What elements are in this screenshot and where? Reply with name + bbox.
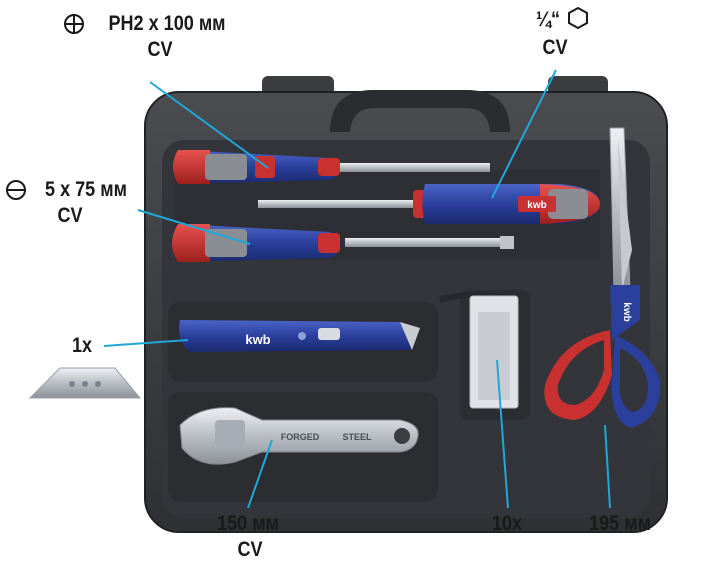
label-bit-material: CV xyxy=(542,36,568,59)
label-wrench-material: CV xyxy=(237,538,263,561)
label-scissors-size: 195 мм xyxy=(589,512,651,535)
kwb-logo-scissors: kwb xyxy=(621,302,632,321)
wrench-stamp-left: FORGED xyxy=(281,432,320,442)
slot-circle-icon xyxy=(6,180,26,200)
label-wrench-size: 150 мм xyxy=(217,512,279,535)
wrench-stamp-right: STEEL xyxy=(342,432,372,442)
label-blades-count: 10x xyxy=(491,512,523,535)
label-slotted-size: 5 x 75 мм xyxy=(45,178,127,201)
scissors: kwb xyxy=(544,127,661,428)
label-phillips-material: CV xyxy=(147,38,173,61)
label-phillips-size: PH2 x 100 мм xyxy=(108,12,226,35)
label-slotted-material: CV xyxy=(57,204,83,227)
kwb-logo-bit: kwb xyxy=(527,200,546,211)
kwb-logo-knife: kwb xyxy=(245,332,270,347)
blade-pack xyxy=(469,295,519,409)
label-bit-size: ¼“ xyxy=(535,8,561,31)
spare-blade xyxy=(28,367,142,399)
phillips-circle-icon xyxy=(64,14,84,34)
utility-knife: kwb xyxy=(179,320,420,352)
bit-screwdriver: kwb xyxy=(258,184,600,224)
label-knife-count: 1x xyxy=(71,334,93,357)
hexagon-icon xyxy=(568,6,588,30)
adjustable-wrench: FORGED STEEL xyxy=(179,407,419,465)
leader-lines xyxy=(103,69,611,509)
